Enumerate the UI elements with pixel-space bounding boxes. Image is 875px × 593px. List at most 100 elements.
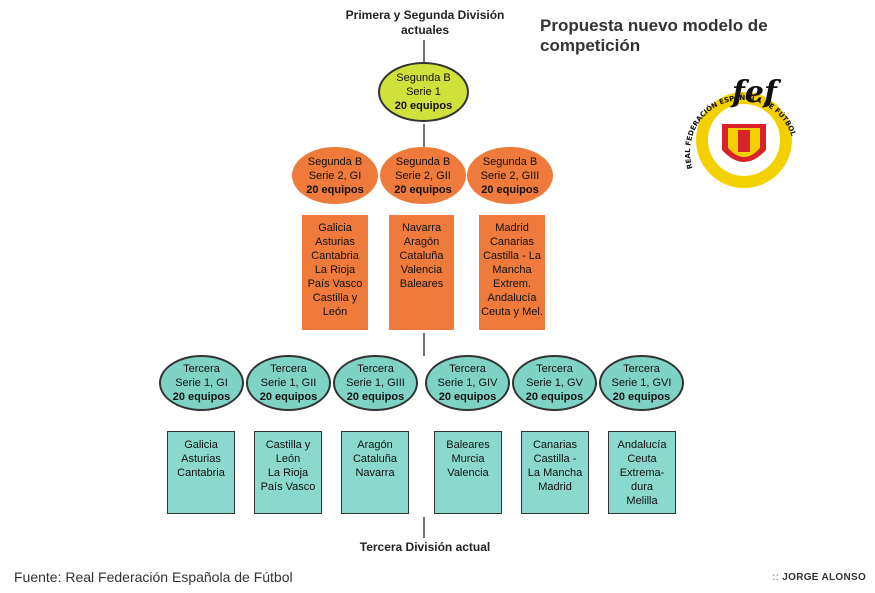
level3-regions-gii: Castilla y León La Rioja País Vasco <box>254 431 322 514</box>
region: País Vasco <box>260 481 316 493</box>
source-credit: Fuente: Real Federación Española de Fútb… <box>14 569 293 585</box>
region: León <box>322 306 348 318</box>
level3-regions-giv: Baleares Murcia Valencia <box>434 431 502 514</box>
region: La Rioja <box>314 264 356 276</box>
region: Asturias <box>181 453 221 465</box>
region: Andalucía <box>487 292 537 304</box>
region: Aragón <box>403 236 440 248</box>
headline: Propuesta nuevo modelo de competición <box>540 16 768 55</box>
level3-name: Tercera <box>183 363 220 375</box>
author-name: JORGE ALONSO <box>782 572 867 583</box>
level3-regions-gvi: Andalucía Ceuta Extrema- dura Melilla <box>608 431 676 514</box>
region: Castilla - <box>533 453 577 465</box>
level3-series: Serie 1, GIV <box>437 377 498 389</box>
region: Madrid <box>538 481 572 493</box>
level2-ellipse-giii: Segunda B Serie 2, GIII 20 equipos <box>467 147 553 204</box>
region: Valencia <box>447 467 489 479</box>
author-credit: ::JORGE ALONSO <box>772 572 866 583</box>
level3-ellipse-gvi: Tercera Serie 1, GVI 20 equipos <box>599 355 684 411</box>
region: Navarra <box>401 222 442 234</box>
level3-teams: 20 equipos <box>525 391 584 403</box>
level2-regions-gi: Galicia Asturias Cantabria La Rioja País… <box>302 215 368 330</box>
region: Cantabria <box>311 250 359 262</box>
level3-regions-gi: Galicia Asturias Cantabria <box>167 431 235 514</box>
level2-teams: 20 equipos <box>394 183 452 196</box>
region: La Mancha <box>527 467 583 479</box>
level2-teams: 20 equipos <box>481 183 539 196</box>
rfef-crest-icon: fef REAL FEDERACIÓN ESPAÑOLA DE FÚTBOL <box>684 75 797 188</box>
level3-ellipse-gi: Tercera Serie 1, GI 20 equipos <box>159 355 244 411</box>
level2-regions-gii: Navarra Aragón Cataluña Valencia Baleare… <box>389 215 454 330</box>
level2-series: Serie 2, GI <box>308 169 362 182</box>
bottom-label: Tercera División actual <box>359 540 491 554</box>
region: Andalucía <box>617 439 667 451</box>
level2-name: Segunda B <box>395 155 451 168</box>
level1-teams: 20 equipos <box>394 100 453 112</box>
logo-letters: fef <box>730 75 782 110</box>
level1-segunda-b-serie1: Segunda B Serie 1 20 equipos <box>378 62 469 122</box>
region: Extrema- <box>619 467 665 479</box>
region: Madrid <box>495 222 529 234</box>
level2-regions-giii: Madrid Canarias Castilla - La Mancha Ext… <box>479 215 545 330</box>
level1-series: Serie 1 <box>406 86 441 98</box>
region: Castilla y <box>312 292 358 304</box>
level3-name: Tercera <box>623 363 660 375</box>
region: Melilla <box>626 495 658 507</box>
region: País Vasco <box>307 278 363 290</box>
level3-teams: 20 equipos <box>438 391 497 403</box>
region: Baleares <box>446 439 490 451</box>
level3-ellipse-gv: Tercera Serie 1, GV 20 equipos <box>512 355 597 411</box>
region: León <box>275 453 301 465</box>
region: Castilla y <box>265 439 311 451</box>
level2-ellipse-gii: Segunda B Serie 2, GII 20 equipos <box>380 147 466 204</box>
region: Canarias <box>489 236 535 248</box>
region: Valencia <box>400 264 443 276</box>
region: Galicia <box>318 222 352 234</box>
top-label: Primera y Segunda División actuales <box>320 8 530 38</box>
region: Castilla - La <box>482 250 542 262</box>
region: La Rioja <box>267 467 309 479</box>
top-label-line1: Primera y Segunda División <box>345 8 505 22</box>
level3-teams: 20 equipos <box>259 391 318 403</box>
level2-name: Segunda B <box>307 155 363 168</box>
level3-regions-gv: Canarias Castilla - La Mancha Madrid <box>521 431 589 514</box>
level3-ellipse-giv: Tercera Serie 1, GIV 20 equipos <box>425 355 510 411</box>
level2-ellipse-gi: Segunda B Serie 2, GI 20 equipos <box>292 147 378 204</box>
level2-series: Serie 2, GIII <box>480 169 540 182</box>
level3-ellipse-giii: Tercera Serie 1, GIII 20 equipos <box>333 355 418 411</box>
region: Canarias <box>532 439 578 451</box>
region: Asturias <box>315 236 355 248</box>
region: Cataluña <box>399 250 444 262</box>
region: Galicia <box>184 439 218 451</box>
logo-shield-stripe <box>738 130 750 152</box>
region: Cataluña <box>352 453 398 465</box>
region: Mancha <box>492 264 532 276</box>
level3-name: Tercera <box>449 363 486 375</box>
region: Baleares <box>399 278 444 290</box>
level3-teams: 20 equipos <box>172 391 231 403</box>
region: Extrem. <box>493 278 531 290</box>
level3-series: Serie 1, GV <box>526 377 583 389</box>
level3-series: Serie 1, GI <box>175 377 228 389</box>
region: Murcia <box>451 453 485 465</box>
level2-teams: 20 equipos <box>306 183 364 196</box>
region: Ceuta y Mel. <box>481 306 543 318</box>
region: dura <box>630 481 654 493</box>
level3-regions-giii: Aragón Cataluña Navarra <box>341 431 409 514</box>
level3-series: Serie 1, GIII <box>346 377 405 389</box>
level3-ellipse-gii: Tercera Serie 1, GII 20 equipos <box>246 355 331 411</box>
level3-series: Serie 1, GII <box>260 377 317 389</box>
level3-teams: 20 equipos <box>612 391 671 403</box>
region: Aragón <box>357 439 393 451</box>
level3-name: Tercera <box>270 363 307 375</box>
region: Navarra <box>355 467 395 479</box>
level3-series: Serie 1, GVI <box>611 377 672 389</box>
level2-series: Serie 2, GII <box>395 169 451 182</box>
level3-name: Tercera <box>357 363 394 375</box>
level3-name: Tercera <box>536 363 573 375</box>
region: Ceuta <box>627 453 657 465</box>
level3-teams: 20 equipos <box>346 391 405 403</box>
region: Cantabria <box>177 467 225 479</box>
credit-dots-icon: :: <box>772 572 780 583</box>
